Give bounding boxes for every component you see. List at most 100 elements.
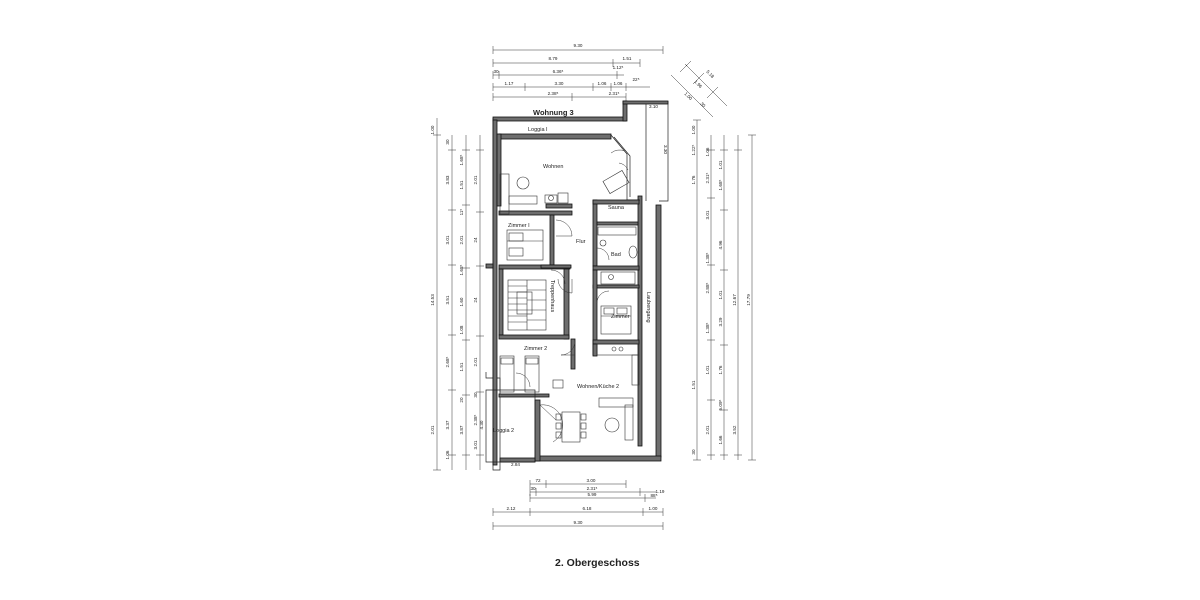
dimension-label: 1.68⁵ xyxy=(718,179,723,190)
dimension-label: 1.60 xyxy=(459,297,464,306)
dim-left-overall: 14.53 xyxy=(430,294,435,306)
dimension-label: 1.51 xyxy=(459,180,464,189)
left-dimension-chains: 14.53 1.00 30 3.83 3.01 3.51 2.68⁵ 3.37 … xyxy=(430,118,484,471)
dimension-label: 1.66 xyxy=(718,435,723,444)
dimension-label: 3.51 xyxy=(445,295,450,304)
dim-bottom-r2-a: 30 xyxy=(530,486,536,491)
dimension-label: 3.52 xyxy=(732,425,737,434)
dim-top-row3-b: 6.36⁵ xyxy=(553,69,564,74)
dimension-label: 1.76 xyxy=(691,175,696,184)
dim-diag-4: 30 xyxy=(699,101,706,108)
dimension-label: 3.29 xyxy=(718,317,723,326)
dim-top-row4-e: 22⁵ xyxy=(632,77,639,82)
dimension-label: 1.06 xyxy=(445,450,450,459)
room-wohnen-kueche-2: Wohnen/Küche 2 xyxy=(577,384,619,390)
dim-bottom-r3-a: 5.99 xyxy=(588,492,597,497)
room-laubengang: Laubengang xyxy=(645,292,651,323)
dimension-label: 24 xyxy=(473,237,478,243)
dimension-label: 2.38⁵ xyxy=(473,414,478,425)
dimension-label: 1.22⁵ xyxy=(691,144,696,155)
furniture xyxy=(499,170,640,443)
room-labels: Loggia I Wohnen Sauna Zimmer I Flur Bad … xyxy=(493,127,651,434)
dim-diag-3: 1.00 xyxy=(683,91,693,101)
dimension-label: 3.83 xyxy=(445,175,450,184)
dim-diag-2: 1.96 xyxy=(693,79,703,89)
apartment-title: Wohnung 3 xyxy=(533,108,574,117)
room-wohnen: Wohnen xyxy=(543,164,563,170)
dim-bottom-r1-a: 72 xyxy=(535,478,541,483)
staircase xyxy=(507,279,547,331)
dimension-label: 24 xyxy=(473,297,478,303)
dim-top-row3-c: 1.12⁵ xyxy=(613,65,624,70)
dimension-label: 1.08 xyxy=(459,325,464,334)
dimension-label: 1.00 xyxy=(430,125,435,134)
dimension-label: 1.01 xyxy=(718,160,723,169)
dim-top-row2-a: 8.79 xyxy=(549,56,558,61)
dimension-label: 1.68⁵ xyxy=(459,154,464,165)
dimension-label: 5.09⁵ xyxy=(718,399,723,410)
room-flur: Flur xyxy=(576,239,586,245)
dim-top-right-3-30: 3.30 xyxy=(663,145,668,154)
dimension-label: 2.31⁵ xyxy=(705,172,710,183)
dim-bottom-r4-c: 1.00 xyxy=(649,506,658,511)
dimension-label: 3.01 xyxy=(445,235,450,244)
dim-bottom-r3-b: 88⁵ xyxy=(650,493,657,498)
dimension-label: 2.01 xyxy=(459,235,464,244)
dimension-label: 2.68⁵ xyxy=(445,356,450,367)
top-dimension-chains: 9.30 8.79 1.51 30 6.36⁵ 1.12⁵ 1.17 3.30 … xyxy=(492,43,664,101)
dimension-label: 20 xyxy=(459,397,464,403)
dim-top-overall: 9.30 xyxy=(574,43,583,48)
dimension-label: 30 xyxy=(691,449,696,455)
dimension-label: 4.30 xyxy=(479,420,484,429)
dimension-label: 3.01 xyxy=(705,210,710,219)
bottom-dimension-chains: 72 3.00 30 2.31⁵ 1.19 5.99 88⁵ 2.12 6.18… xyxy=(492,478,665,530)
dimension-label: 3.37 xyxy=(445,420,450,429)
dim-top-row5-b: 2.31⁵ xyxy=(609,91,620,96)
dim-bottom-r4-a: 2.12 xyxy=(507,506,516,511)
interior-walls xyxy=(485,199,640,398)
dimension-label: 30 xyxy=(473,392,478,398)
dimension-label: 1.01 xyxy=(718,290,723,299)
dim-bottom-overall: 9.30 xyxy=(574,520,583,525)
room-loggia-1: Loggia I xyxy=(528,127,548,133)
room-zimmer-1: Zimmer I xyxy=(508,223,530,229)
dimension-label: 30 xyxy=(445,139,450,145)
floor-caption: 2. Obergeschoss xyxy=(555,557,640,569)
dimension-label: 1.01 xyxy=(705,365,710,374)
dimension-label: 3.01 xyxy=(473,440,478,449)
dimension-label: 1.00 xyxy=(691,125,696,134)
loggia-2-outline xyxy=(485,389,536,463)
dim-top-row4-c: 1.06 xyxy=(598,81,607,86)
room-loggia-2: Loggia 2 xyxy=(493,428,514,434)
interior-dimensions: 3.10 3.30 2.84 xyxy=(511,104,668,467)
dimension-label: 1.38⁵ xyxy=(705,322,710,333)
diagonal-dimension-chain: 5.18 1.96 1.00 30 xyxy=(670,60,728,118)
dim-top-row2-b: 1.51 xyxy=(623,56,632,61)
dim-top-row5-a: 2.38⁵ xyxy=(548,91,559,96)
dim-diag-1: 5.18 xyxy=(705,69,715,79)
right-dimension-chains: 17.79 12.67 1.00 1.22⁵ 1.76 1.06 2.31⁵ 1… xyxy=(691,119,756,461)
dim-bottom-r1-b: 3.00 xyxy=(587,478,596,483)
dimension-label: 2.01 xyxy=(430,425,435,434)
dim-bottom-r2-c: 1.19 xyxy=(656,489,665,494)
dim-bottom-r2-b: 2.31⁵ xyxy=(587,486,598,491)
doors xyxy=(515,219,610,443)
dimension-label: 2.01 xyxy=(473,175,478,184)
dimension-label: 2.01 xyxy=(705,425,710,434)
outer-walls xyxy=(485,100,669,471)
dim-right-inner: 12.67 xyxy=(732,294,737,306)
dimension-label: 1.68⁵ xyxy=(459,264,464,275)
dimension-label: 4.96 xyxy=(718,240,723,249)
dim-top-row4-a: 1.17 xyxy=(505,81,514,86)
room-zimmer-2: Zimmer 2 xyxy=(524,346,547,352)
dim-top-row4-b: 3.30 xyxy=(555,81,564,86)
room-zimmer: Zimmer xyxy=(611,314,630,320)
dimension-label: 1.51 xyxy=(459,362,464,371)
dim-top-row3-a: 30 xyxy=(493,69,499,74)
dim-top-row4-d: 1.06 xyxy=(614,81,623,86)
room-treppenhaus: Treppenhaus xyxy=(549,280,555,312)
dimension-label: 1.38⁵ xyxy=(705,252,710,263)
dimension-label: 11⁵ xyxy=(459,209,464,216)
dim-top-right-3-10: 3.10 xyxy=(649,104,658,109)
